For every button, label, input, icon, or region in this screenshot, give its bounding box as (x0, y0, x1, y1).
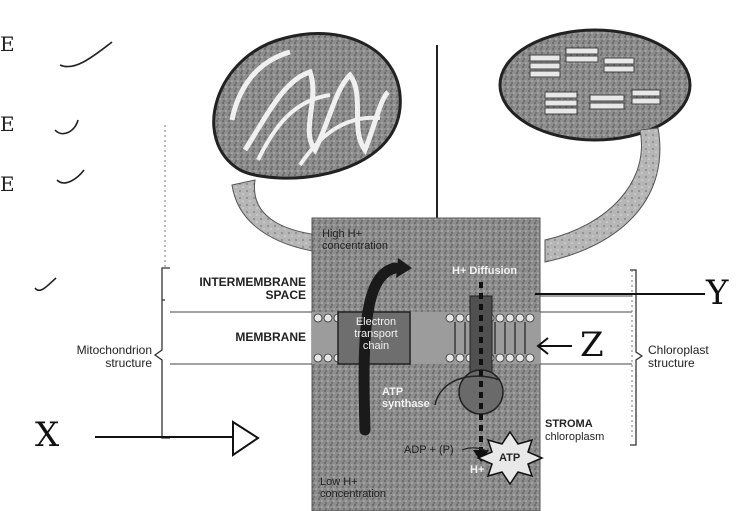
mitochondrion-stalk (232, 180, 318, 252)
intermembrane-space-label: INTERMEMBRANE SPACE (172, 276, 306, 302)
high-h-concentration-label: High H+ concentration (322, 228, 404, 252)
chloroplasm-label: chloroplasm (545, 431, 604, 443)
handwritten-z: Z (580, 328, 604, 362)
mitochondrion-illustration (214, 34, 401, 179)
electron-transport-chain-label: Electron transport chain (346, 316, 406, 352)
low-h-concentration-label: Low H+ concentration (320, 476, 396, 500)
margin-letter-3: E (0, 178, 15, 191)
chloroplast-illustration (500, 30, 690, 140)
chloroplast-structure-label: Chloroplast structure (648, 344, 718, 370)
stroma-label: STROMA (545, 418, 593, 430)
adp-p-label: ADP + (P) (404, 444, 454, 456)
handwritten-checkmarks (35, 42, 112, 290)
atp-synthase-label: ATP synthase (382, 386, 432, 410)
handwritten-x-arrow (95, 422, 258, 455)
h-plus-label: H+ (470, 464, 484, 476)
membrane-label: MEMBRANE (200, 331, 306, 344)
margin-letter-2: E (0, 118, 15, 131)
margin-letter-1: E (0, 38, 15, 51)
handwritten-z-arrow (538, 338, 572, 354)
chloroplast-stalk (545, 128, 660, 262)
handwritten-x: X (35, 418, 59, 452)
atp-label: ATP (499, 452, 520, 464)
h-diffusion-label: H+ Diffusion (452, 265, 517, 277)
handwritten-y: Y (706, 276, 728, 310)
mitochondrion-structure-label: Mitochondrion structure (40, 344, 152, 370)
mitochondrion-bracket (155, 268, 170, 438)
